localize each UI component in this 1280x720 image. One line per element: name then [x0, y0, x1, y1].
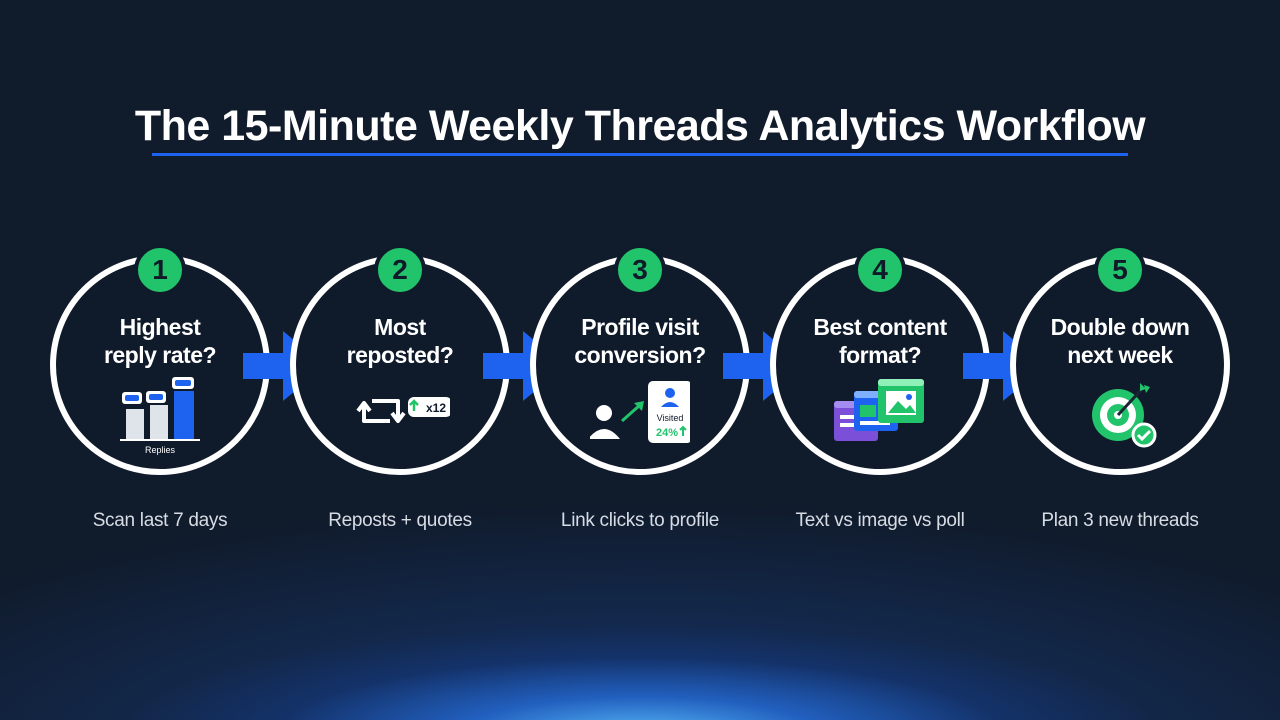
step-2-caption: Reposts + quotes: [328, 510, 472, 531]
step-number-badge: 4: [854, 244, 906, 296]
step-4: 4 Best content format?: [770, 244, 990, 475]
arrow-right-icon: [963, 331, 1045, 401]
step-5-caption: Plan 3 new threads: [1041, 510, 1199, 531]
step-number-badge: 3: [614, 244, 666, 296]
step-4-caption: Text vs image vs poll: [795, 510, 965, 531]
arrow-right-icon: [483, 331, 565, 401]
step-number-badge: 5: [1094, 244, 1146, 296]
page-title: The 15-Minute Weekly Threads Analytics W…: [134, 102, 1146, 150]
step-question: Most reposted?: [346, 314, 454, 368]
svg-text:x12: x12: [426, 401, 446, 415]
profile-visit-icon: Visited 24%: [590, 381, 690, 443]
step-3-caption: Link clicks to profile: [560, 510, 720, 531]
svg-text:Visited: Visited: [657, 413, 684, 423]
arrow-right-icon: [723, 331, 805, 401]
step-1-caption: Scan last 7 days: [92, 510, 228, 531]
svg-text:24%: 24%: [656, 427, 678, 439]
step-question: Double down next week: [1050, 314, 1190, 368]
bar-chart-icon: Replies: [120, 377, 200, 455]
step-ring: [770, 255, 990, 475]
title-underline: [152, 153, 1128, 156]
content-format-icon: [834, 379, 924, 441]
step-2: 2 Most reposted? x12: [290, 244, 510, 475]
step-question: Best content format?: [813, 314, 947, 368]
step-3: 3 Profile visit conversion? Visited 24%: [530, 244, 750, 475]
step-question: Highest reply rate?: [103, 314, 217, 368]
svg-text:Replies: Replies: [145, 445, 176, 455]
step-number-badge: 2: [374, 244, 426, 296]
repost-icon: x12: [356, 397, 450, 423]
step-number-badge: 1: [134, 244, 186, 296]
step-5: 5 Double down next week: [1010, 244, 1230, 475]
target-check-icon: [1092, 383, 1157, 448]
step-1: 1 Highest reply rate? Replies: [50, 244, 270, 475]
step-question: Profile visit conversion?: [574, 314, 706, 368]
arrow-right-icon: [243, 331, 325, 401]
